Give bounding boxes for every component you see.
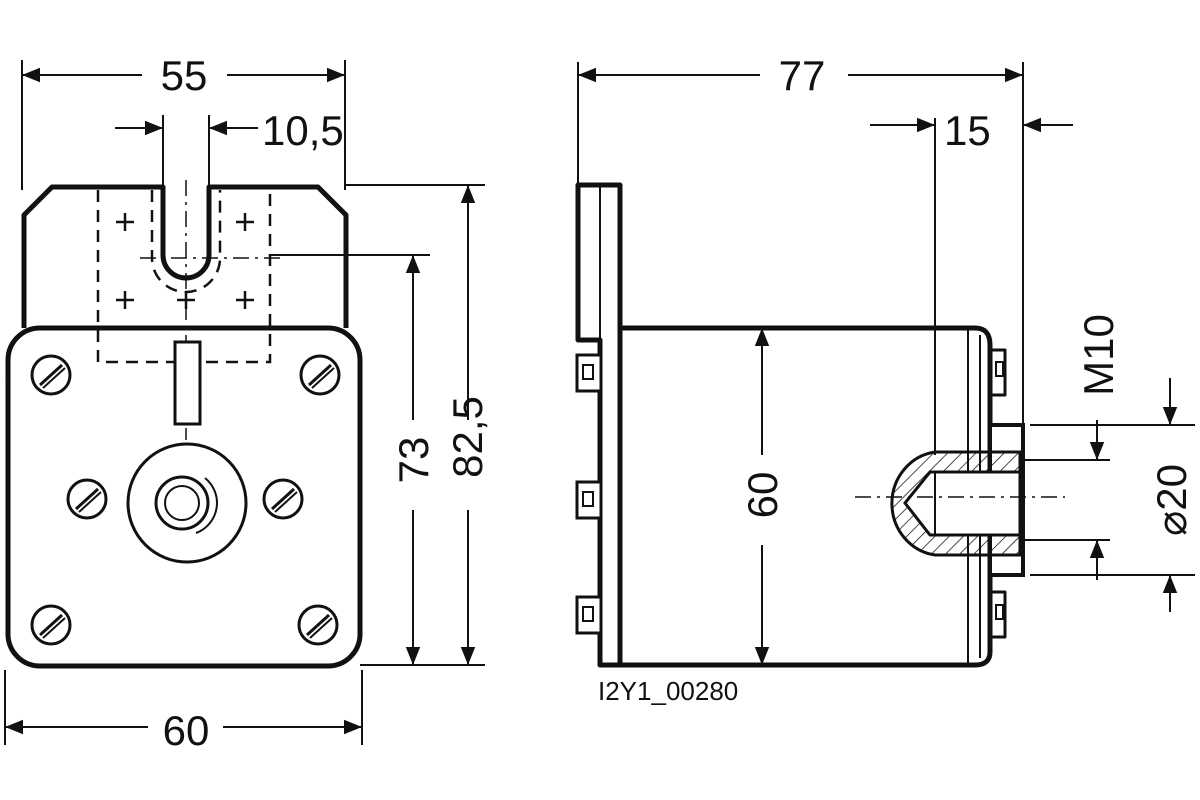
mounting-plate: [575, 182, 623, 668]
indicator-slot: [173, 340, 202, 426]
body-clips: [990, 348, 1007, 639]
dim-label-10-5: 10,5: [262, 107, 344, 154]
plate-clips: [575, 353, 603, 635]
dim-label-60-side: 60: [739, 472, 786, 519]
front-view: 55 10,5: [4, 48, 492, 755]
dim-label-55: 55: [161, 52, 208, 99]
dim-label-15: 15: [944, 107, 991, 154]
dim-label-82-5: 82,5: [444, 396, 491, 478]
dim-label-73: 73: [390, 437, 437, 484]
dim-label-77: 77: [779, 52, 826, 99]
hole-markers: [116, 213, 254, 309]
dim-label-diameter-20: ⌀20: [1148, 464, 1195, 536]
drawing-code: I2Y1_00280: [598, 676, 738, 706]
central-terminal: [126, 442, 248, 564]
dim-label-60-bottom: 60: [163, 707, 210, 754]
front-body: [5, 325, 363, 669]
dim-label-m10: M10: [1075, 314, 1122, 396]
side-view: 77 15 60: [575, 48, 1195, 706]
